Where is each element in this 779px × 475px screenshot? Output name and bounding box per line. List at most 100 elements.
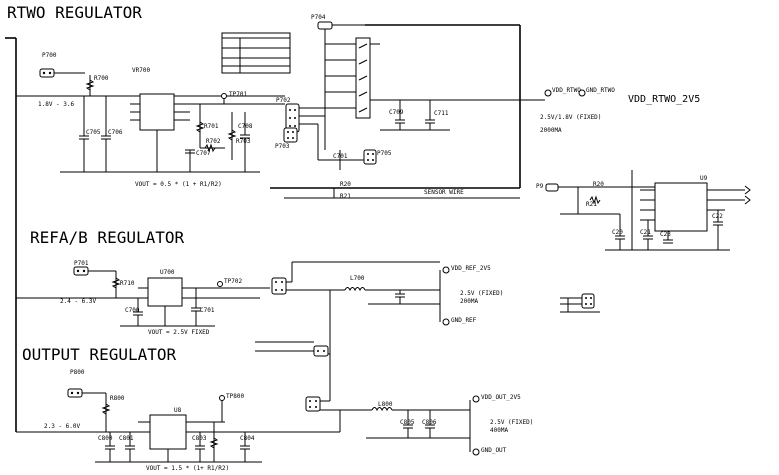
rtwo-output-voltage: 2.5V/1.8V (FIXED) bbox=[540, 114, 601, 121]
connector-p705: P705 bbox=[318, 149, 392, 170]
capacitor-c23: C23 bbox=[660, 231, 673, 244]
testpoint-vdd-out: VDD_OUT_2V5 bbox=[472, 394, 521, 403]
vdd-rtwo-2v5-title: VDD_RTWO_2V5 bbox=[628, 94, 700, 105]
out-output-voltage: 2.5V (FIXED) bbox=[490, 419, 533, 426]
capacitor-c708: C708 bbox=[238, 112, 253, 172]
connector-p9-label: P9 bbox=[536, 183, 544, 190]
output-vout-formula: VOUT = 1.5 * (1+ R1/R2) bbox=[146, 465, 229, 472]
svg-text:R703: R703 bbox=[236, 138, 251, 145]
svg-text:P702: P702 bbox=[276, 97, 291, 104]
resistor-r703: R703 bbox=[227, 112, 251, 160]
out-output-current: 400MA bbox=[490, 427, 508, 434]
resistor-r-output-divider bbox=[209, 422, 219, 462]
inductor-l700: L700 bbox=[344, 275, 440, 292]
capacitor-c711: C711 bbox=[425, 100, 449, 130]
svg-text:U8: U8 bbox=[174, 407, 182, 414]
capacitor-c803: C803 bbox=[192, 432, 207, 462]
resistor-r21-vdd-label: R21 bbox=[586, 201, 597, 208]
svg-text:P705: P705 bbox=[377, 150, 392, 157]
svg-text:R710: R710 bbox=[120, 280, 135, 287]
voltage-select-jumpers bbox=[325, 37, 430, 119]
capacitor-c801: C801 bbox=[119, 432, 135, 462]
rtwo-output-current: 2000MA bbox=[540, 127, 562, 134]
capacitor-c800: C800 bbox=[98, 432, 115, 462]
connector-p704: P704 bbox=[311, 14, 365, 36]
ref-output-current: 200MA bbox=[460, 298, 478, 305]
svg-text:GND_RTWO: GND_RTWO bbox=[586, 87, 615, 94]
svg-text:R702: R702 bbox=[206, 138, 221, 145]
svg-text:VDD_OUT_2V5: VDD_OUT_2V5 bbox=[481, 394, 521, 401]
rtwo-regulator-title: RTWO REGULATOR bbox=[7, 3, 142, 22]
testpoint-gnd-rtwo: GND_RTWO bbox=[578, 87, 615, 97]
svg-text:P701: P701 bbox=[74, 260, 89, 267]
output-regulator-block: P800 R800 2.3 - 6.0V U8 C800 C801 bbox=[44, 354, 533, 472]
connector-p703: P703 bbox=[275, 127, 298, 150]
testpoint-tp702: TP702 bbox=[217, 278, 242, 287]
capacitor-c804: C804 bbox=[240, 432, 255, 462]
testpoint-tp800: TP800 bbox=[219, 393, 244, 422]
refab-regulator-title: REFA/B REGULATOR bbox=[30, 228, 184, 247]
output-arrow-2 bbox=[744, 195, 751, 205]
resistor-r800: R800 bbox=[101, 393, 125, 432]
svg-text:R700: R700 bbox=[94, 75, 109, 82]
ref-side-connector bbox=[560, 293, 600, 313]
svg-text:C707: C707 bbox=[196, 150, 211, 157]
capacitor-c20: C20 bbox=[612, 214, 625, 250]
svg-text:VDD_RTWO: VDD_RTWO bbox=[552, 87, 581, 94]
resistor-r20-vdd-label: R20 bbox=[593, 181, 604, 188]
svg-text:C800: C800 bbox=[98, 435, 113, 442]
output-input-range: 2.3 - 6.0V bbox=[44, 423, 81, 430]
regulator-vr700: VR700 bbox=[130, 67, 190, 172]
testpoint-gnd-ref: GND_REF bbox=[442, 317, 477, 326]
svg-text:C23: C23 bbox=[660, 231, 671, 238]
testpoint-tp701: TP701 bbox=[221, 91, 247, 104]
rtwo-regulator-block: P700 R700 1.8V - 3.6 C705 C706 VR bbox=[38, 14, 615, 200]
svg-text:U700: U700 bbox=[160, 269, 175, 276]
regulator-u8: U8 bbox=[138, 407, 225, 462]
svg-text:C801: C801 bbox=[119, 435, 134, 442]
rtwo-vout-formula: VOUT = 0.5 * (1 + R1/R2) bbox=[135, 181, 222, 188]
regulator-u700: U700 bbox=[138, 269, 220, 326]
connector-ref-selector bbox=[271, 261, 440, 295]
testpoint-gnd-out: GND_OUT bbox=[472, 447, 507, 456]
ref-output-voltage: 2.5V (FIXED) bbox=[460, 290, 503, 297]
resistor-r21-label: R21 bbox=[340, 193, 351, 200]
connector-p702: P702 bbox=[276, 97, 300, 133]
capacitor-c21: C21 bbox=[640, 220, 653, 250]
capacitor-c707: C707 bbox=[185, 149, 211, 172]
svg-text:GND_OUT: GND_OUT bbox=[481, 447, 507, 454]
svg-text:C709: C709 bbox=[389, 109, 404, 116]
capacitor-c700: C700 bbox=[125, 298, 143, 326]
svg-text:P800: P800 bbox=[70, 369, 85, 376]
regulator-u9: U9 bbox=[631, 170, 745, 250]
ref-vout-formula: VOUT = 2.5V FIXED bbox=[148, 329, 210, 336]
svg-text:C700: C700 bbox=[125, 307, 140, 314]
capacitor-c805: C805 bbox=[400, 410, 415, 438]
ref-output-crosslink bbox=[255, 290, 331, 357]
output-regulator-title: OUTPUT REGULATOR bbox=[22, 345, 176, 364]
svg-text:C711: C711 bbox=[434, 110, 449, 117]
svg-text:C804: C804 bbox=[240, 435, 255, 442]
connector-p701: P701 bbox=[73, 260, 116, 276]
sensor-wire: SENSOR WIRE bbox=[270, 187, 520, 199]
svg-text:VR700: VR700 bbox=[132, 67, 150, 74]
capacitor-c709: C709 bbox=[389, 100, 405, 130]
capacitor-c701-label: C701 bbox=[333, 153, 348, 160]
inductor-l800: L800 bbox=[371, 401, 470, 412]
svg-text:L800: L800 bbox=[378, 401, 393, 408]
svg-text:C708: C708 bbox=[238, 123, 253, 130]
output-arrow-1 bbox=[744, 185, 751, 195]
capacitor-c806: C806 bbox=[422, 410, 437, 438]
svg-text:R800: R800 bbox=[110, 395, 125, 402]
svg-text:TP702: TP702 bbox=[224, 278, 242, 285]
svg-text:L700: L700 bbox=[350, 275, 365, 282]
capacitor-c706: C706 bbox=[101, 96, 123, 172]
svg-text:SENSOR WIRE: SENSOR WIRE bbox=[424, 189, 464, 196]
capacitor-c701: C701 bbox=[191, 288, 215, 326]
svg-text:C701: C701 bbox=[200, 307, 215, 314]
svg-text:VDD_REF_2V5: VDD_REF_2V5 bbox=[451, 265, 491, 272]
svg-text:GND_REF: GND_REF bbox=[451, 317, 477, 324]
svg-text:C20: C20 bbox=[612, 229, 623, 236]
svg-text:U9: U9 bbox=[700, 175, 708, 182]
